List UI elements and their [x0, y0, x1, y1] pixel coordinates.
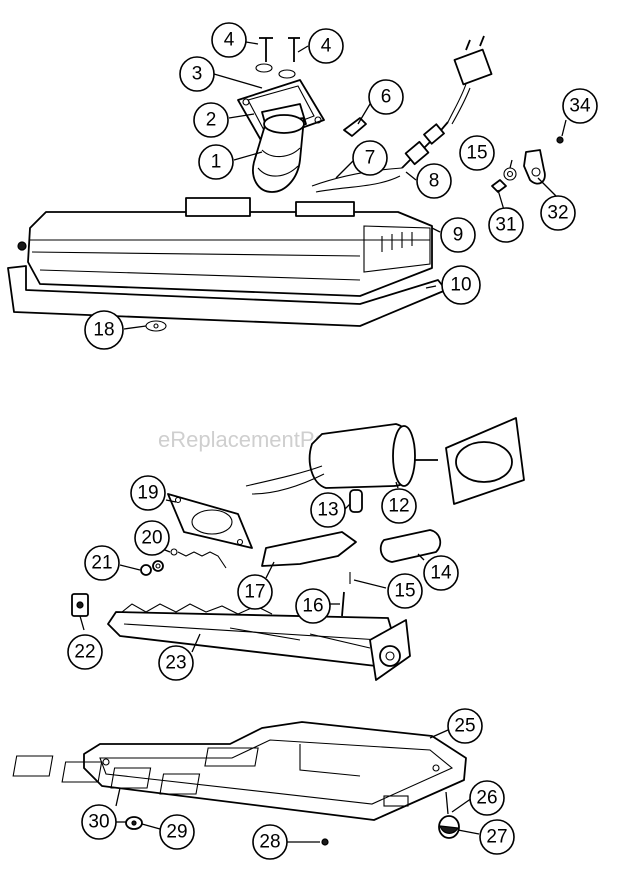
svg-text:29: 29 — [166, 822, 187, 843]
callout-2: 2 — [193, 102, 229, 138]
callout-3: 3 — [179, 56, 215, 92]
callout-8: 8 — [416, 163, 452, 199]
svg-text:28: 28 — [259, 832, 280, 853]
svg-text:18: 18 — [93, 320, 114, 341]
callout-34: 34 — [562, 88, 598, 124]
leader-lines — [79, 41, 567, 843]
callout-9: 9 — [440, 217, 476, 253]
svg-text:15: 15 — [394, 581, 415, 602]
middle-assembly — [71, 417, 525, 681]
callouts: 4 4 3 2 1 6 7 8 9 10 15 31 32 34 18 19 2… — [67, 22, 598, 860]
callout-22: 22 — [67, 634, 103, 670]
svg-text:23: 23 — [165, 653, 186, 674]
callout-4b: 4 — [308, 28, 344, 64]
svg-text:15: 15 — [466, 143, 487, 164]
callout-28: 28 — [252, 824, 288, 860]
svg-text:12: 12 — [388, 496, 409, 517]
callout-26: 26 — [469, 780, 505, 816]
bottom-assembly — [12, 721, 467, 846]
svg-text:2: 2 — [206, 110, 217, 131]
svg-text:3: 3 — [192, 64, 203, 85]
callout-27: 27 — [479, 819, 515, 855]
svg-text:22: 22 — [74, 642, 95, 663]
callout-1: 1 — [198, 144, 234, 180]
svg-text:17: 17 — [244, 582, 265, 603]
callout-18: 18 — [84, 310, 124, 350]
svg-text:4: 4 — [321, 36, 332, 57]
callout-32: 32 — [540, 195, 576, 231]
svg-text:21: 21 — [91, 553, 112, 574]
top-assembly — [7, 35, 564, 332]
callout-25: 25 — [447, 708, 483, 744]
svg-text:14: 14 — [430, 563, 452, 584]
svg-text:7: 7 — [365, 148, 376, 169]
svg-text:10: 10 — [450, 275, 471, 296]
svg-text:34: 34 — [569, 96, 591, 117]
svg-text:16: 16 — [302, 596, 323, 617]
svg-text:25: 25 — [454, 716, 475, 737]
callout-31: 31 — [488, 207, 524, 243]
callout-10: 10 — [441, 265, 481, 305]
svg-text:31: 31 — [495, 215, 516, 236]
callout-7: 7 — [352, 140, 388, 176]
callout-15a: 15 — [459, 135, 495, 171]
svg-text:9: 9 — [453, 225, 464, 246]
svg-text:32: 32 — [547, 203, 568, 224]
svg-text:13: 13 — [317, 500, 338, 521]
callout-13: 13 — [310, 492, 346, 528]
callout-29: 29 — [159, 814, 195, 850]
callout-12: 12 — [381, 488, 417, 524]
svg-text:6: 6 — [381, 87, 392, 108]
callout-16: 16 — [295, 588, 331, 624]
callout-30: 30 — [81, 804, 117, 840]
callout-21: 21 — [84, 545, 120, 581]
svg-text:27: 27 — [486, 827, 507, 848]
callout-6: 6 — [368, 79, 404, 115]
callout-15b: 15 — [387, 573, 423, 609]
callout-4a: 4 — [211, 22, 247, 58]
svg-text:26: 26 — [476, 788, 497, 809]
svg-text:8: 8 — [429, 171, 440, 192]
svg-text:4: 4 — [224, 30, 235, 51]
callout-14: 14 — [423, 555, 459, 591]
svg-text:20: 20 — [141, 528, 162, 549]
svg-text:1: 1 — [211, 152, 222, 173]
callout-19: 19 — [130, 475, 166, 511]
svg-text:19: 19 — [137, 483, 158, 504]
svg-text:30: 30 — [88, 812, 109, 833]
callout-20: 20 — [134, 520, 170, 556]
callout-23: 23 — [158, 645, 194, 681]
callout-17: 17 — [237, 574, 273, 610]
